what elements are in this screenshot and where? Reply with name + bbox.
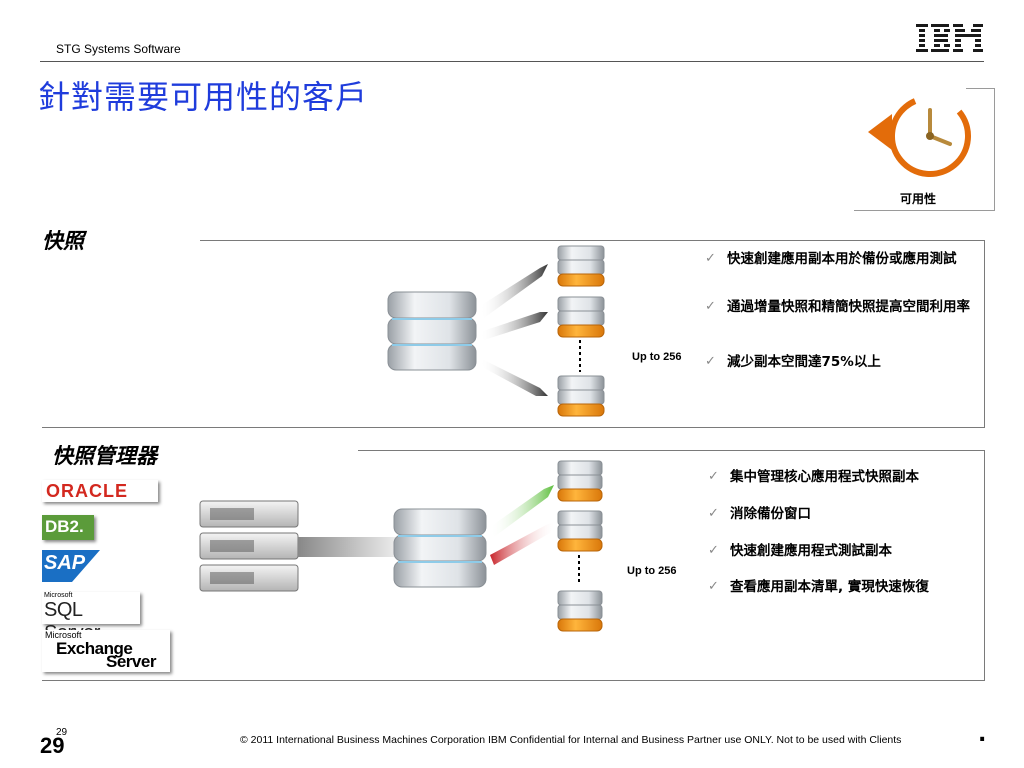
sql-server-logo: Microsoft SQL Server bbox=[42, 592, 140, 644]
snapshot-panel-top bbox=[200, 240, 984, 241]
header-divider bbox=[40, 61, 984, 62]
snapshot-manager-panel-top bbox=[358, 450, 984, 451]
check-icon: ✓ bbox=[708, 469, 719, 484]
availability-box bbox=[854, 88, 995, 211]
page-title: 針對需要可用性的客戶 bbox=[38, 78, 369, 116]
snapshot-disk-1 bbox=[557, 245, 605, 287]
snapshot-manager-panel-right bbox=[984, 450, 985, 680]
exchange-server-logo: Microsoft Exchange Server bbox=[42, 630, 170, 672]
snapshot-up-to-label: Up to 256 bbox=[632, 351, 682, 363]
manager-bullet-4: ✓查看應用副本清單, 實現快速恢復 bbox=[708, 579, 929, 595]
snapshot-disk-n bbox=[557, 375, 605, 417]
manager-disk-stack bbox=[393, 508, 487, 588]
snapshot-manager-panel-bottom bbox=[42, 680, 985, 681]
server-rack bbox=[199, 500, 299, 592]
snapshot-bullet-3: ✓減少副本空間達75%以上 bbox=[705, 354, 881, 370]
page-number-small: 29 bbox=[56, 727, 68, 738]
check-icon: ✓ bbox=[708, 506, 719, 521]
snapshot-bullet-1: ✓快速創建應用副本用於備份或應用測試 bbox=[705, 251, 957, 267]
snapshot-disk-2 bbox=[557, 296, 605, 338]
check-icon: ✓ bbox=[708, 543, 719, 558]
snapshot-manager-up-to-label: Up to 256 bbox=[627, 565, 677, 577]
availability-label: 可用性 bbox=[900, 192, 937, 206]
check-icon: ✓ bbox=[705, 251, 716, 266]
snapshot-section-title: 快照 bbox=[42, 229, 84, 253]
snapshot-diagram bbox=[387, 245, 605, 417]
manager-bullet-1: ✓集中管理核心應用程式快照副本 bbox=[708, 469, 919, 485]
manager-disk-1 bbox=[557, 460, 603, 502]
manager-disk-2 bbox=[557, 510, 603, 552]
snapshot-manager-section-title: 快照管理器 bbox=[52, 444, 157, 468]
page-number: 29 bbox=[40, 733, 65, 758]
snapshot-panel-right bbox=[984, 240, 985, 427]
check-icon: ✓ bbox=[705, 299, 716, 314]
manager-bullet-2: ✓消除備份窗口 bbox=[708, 506, 811, 522]
source-disk-stack bbox=[387, 291, 477, 371]
check-icon: ✓ bbox=[705, 354, 716, 369]
header-text: STG Systems Software bbox=[56, 42, 181, 56]
footer-copyright: © 2011 International Business Machines C… bbox=[240, 734, 902, 746]
clock-restore-icon bbox=[868, 95, 971, 177]
db2-logo: DB2. bbox=[42, 515, 94, 540]
check-icon: ✓ bbox=[708, 579, 719, 594]
footer-dot: . bbox=[978, 722, 987, 747]
snapshot-manager-diagram bbox=[199, 460, 603, 632]
oracle-logo: ORACLE bbox=[42, 480, 158, 502]
snapshot-panel-bottom bbox=[42, 427, 985, 428]
sap-logo: SAP bbox=[42, 550, 100, 582]
manager-bullet-3: ✓快速創建應用程式測試副本 bbox=[708, 543, 892, 559]
manager-disk-n bbox=[557, 590, 603, 632]
snapshot-bullet-2: ✓通過增量快照和精簡快照提高空間利用率 bbox=[705, 294, 970, 320]
ibm-logo bbox=[916, 24, 983, 52]
